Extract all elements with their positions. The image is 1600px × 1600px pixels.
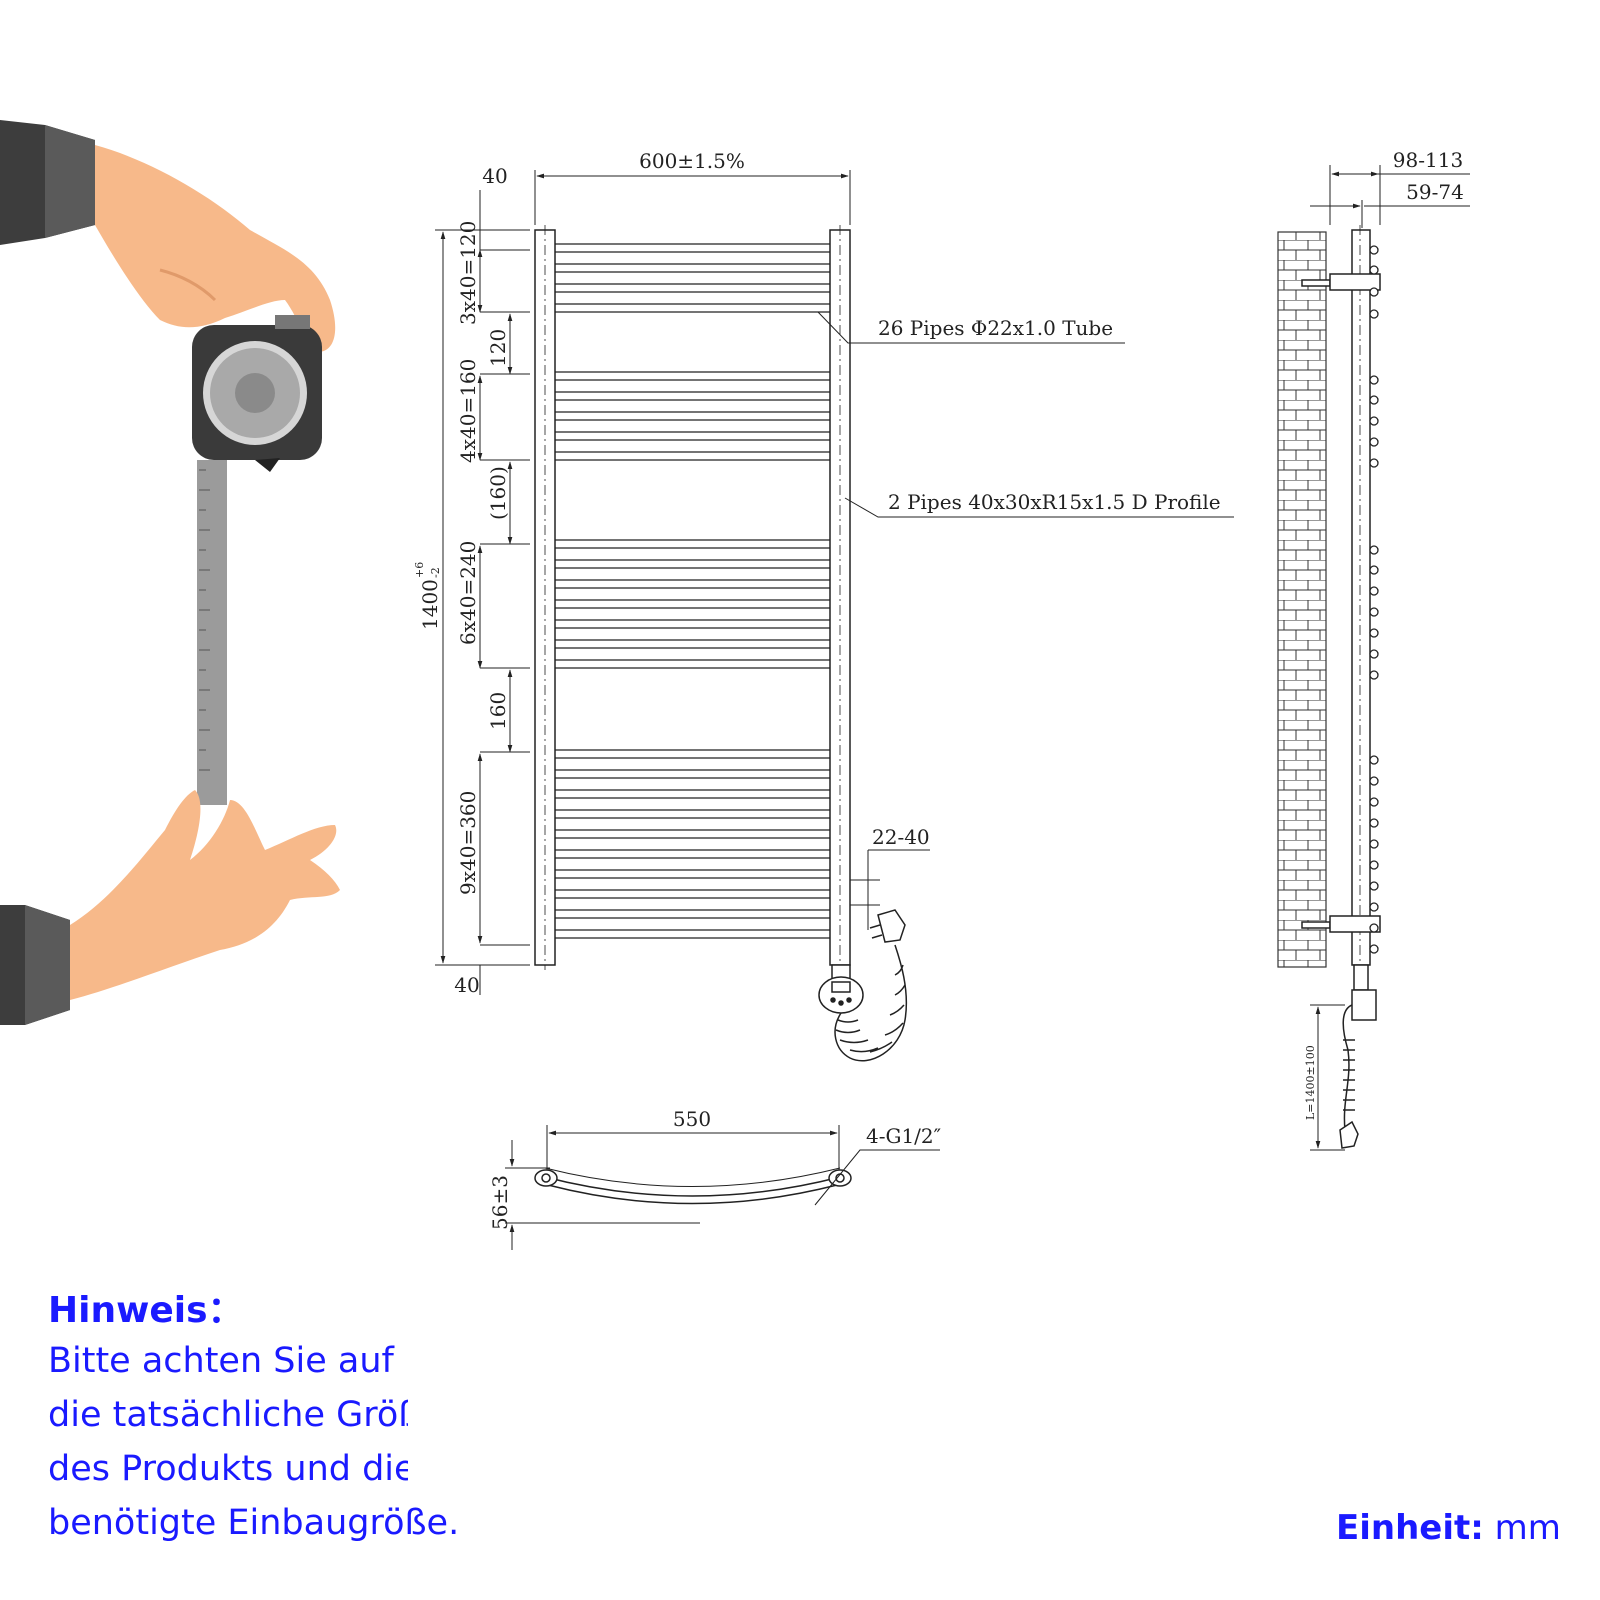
- horizontal-pipes: [555, 243, 830, 939]
- note-line-1: Bitte achten Sie auf: [48, 1341, 394, 1381]
- width-label: 600±1.5%: [639, 149, 745, 173]
- segment-7-label: 9x40=360: [456, 791, 480, 895]
- side-depth-outer-label: 98-113: [1393, 148, 1463, 172]
- unit-label: Einheit: mm: [1336, 1508, 1561, 1548]
- unit-title: Einheit:: [1336, 1508, 1484, 1548]
- width-dimension: [534, 170, 851, 225]
- profile-label: 2 Pipes 40x30xR15x1.5 D Profile: [888, 490, 1221, 514]
- unit-value: mm: [1494, 1508, 1561, 1548]
- side-depth-inner-label: 59-74: [1406, 180, 1464, 204]
- height-label: 1400: [418, 579, 442, 630]
- bottom-offset-label: 40: [454, 973, 479, 997]
- note-line-3: des Produkts und die: [48, 1449, 408, 1489]
- pipes-label: 26 Pipes Φ22x1.0 Tube: [878, 316, 1113, 340]
- leader-lines: [817, 311, 1234, 518]
- height-label-group: 1400 +6 -2: [413, 562, 442, 630]
- hands-measuring-tape-illustration: [0, 120, 340, 1025]
- heating-element-controller-icon: [818, 944, 908, 1062]
- segment-5-label: 6x40=240: [456, 541, 480, 645]
- element-offset-label: 22-40: [872, 825, 930, 849]
- note-block: Hinweis： Bitte achten Sie auf die tatsäc…: [48, 1288, 488, 1550]
- segment-1-label: 3x40=120: [456, 221, 480, 325]
- measuring-tape-icon: [192, 315, 322, 805]
- note-line-4: benötigte Einbaugröße.: [48, 1503, 460, 1543]
- element-offset-dimension: [850, 849, 930, 930]
- segment-6-label: 160: [486, 692, 510, 730]
- bottom-depth-label: 56±3: [488, 1175, 512, 1230]
- top-offset-dimension: [479, 190, 530, 251]
- radiator-bottom-view: [534, 1167, 852, 1205]
- segment-dimensions: [477, 249, 530, 995]
- segment-4-label: (160): [486, 466, 510, 520]
- connection-leader: [814, 1149, 940, 1206]
- note-title: Hinweis：: [48, 1290, 244, 1331]
- segment-3-label: 4x40=160: [456, 359, 480, 463]
- pipe-ends: [1369, 245, 1379, 954]
- side-view: [1277, 165, 1470, 1151]
- height-tol-minus: -2: [429, 567, 442, 578]
- note-line-2: die tatsächliche Größe: [48, 1395, 408, 1435]
- radiator-front-view: [534, 225, 851, 970]
- cable-length-label: L=1400±100: [1304, 1045, 1317, 1120]
- height-tol-plus: +6: [413, 562, 426, 578]
- height-dimension: [435, 229, 530, 966]
- connection-label: 4-G1/2″: [866, 1124, 941, 1148]
- plug-icon: [869, 909, 906, 943]
- segment-2-label: 120: [486, 329, 510, 367]
- top-offset-label: 40: [482, 164, 507, 188]
- bottom-width-label: 550: [673, 1107, 711, 1131]
- bottom-width-dimension: [546, 1125, 840, 1170]
- brick-wall-icon: [1277, 231, 1327, 968]
- bottom-depth-dimension: [505, 1140, 700, 1250]
